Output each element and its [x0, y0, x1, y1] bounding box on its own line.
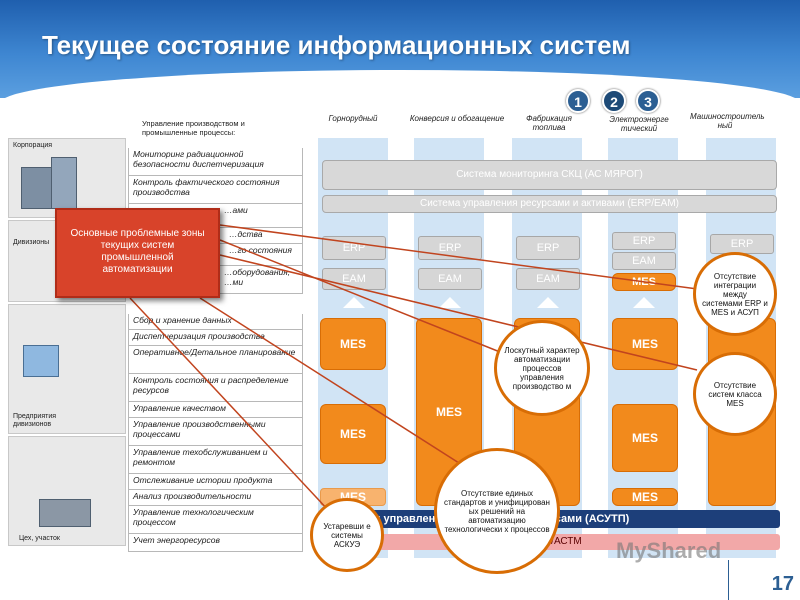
mes-box: MES — [612, 318, 678, 370]
process-row: Сбор и хранение данных — [128, 314, 303, 330]
erp-box: ERP — [418, 236, 482, 260]
watermark: MyShared — [616, 538, 722, 563]
process-row: Управление производственными процессами — [128, 418, 303, 446]
connector-line — [199, 297, 471, 471]
connector-line — [219, 254, 698, 371]
building-icon — [21, 167, 55, 209]
process-row: Управление технологическим процессом — [128, 506, 303, 534]
badge-3: 3 — [636, 89, 660, 113]
process-row: Управление техобслуживанием и ремонтом — [128, 446, 303, 474]
left-header-label: Управление производством и промышленные … — [142, 119, 245, 137]
callout-patchwork: Лоскутный характер автоматизации процесс… — [494, 320, 590, 416]
badge-2: 2 — [602, 89, 626, 113]
problem-areas-callout: Основные проблемные зоны текущих систем … — [55, 208, 220, 298]
slide-number: 17 — [771, 573, 794, 595]
process-row: Учет энергоресурсов — [128, 534, 303, 552]
up-arrow-icon — [343, 297, 365, 308]
eam-box: EAM — [322, 268, 386, 290]
tower-icon — [51, 157, 77, 209]
column-header-energy: Электроэнерге тический — [609, 115, 669, 133]
workshop-icon — [39, 499, 91, 527]
process-row: Оперативное/Детальное планирование — [128, 346, 303, 374]
eam-box: EAM — [418, 268, 482, 290]
up-arrow-icon — [439, 297, 461, 308]
process-row: Контроль состояния и распределение ресур… — [128, 374, 303, 402]
level-label-workshop: Цех, участок — [19, 535, 60, 542]
process-row: Мониторинг радиационной безопасности дис… — [128, 148, 303, 176]
level-box-enterprises: Предприятия дивизионов — [8, 304, 126, 434]
erp-box: ERP — [612, 232, 676, 250]
callout-no-mes: Отсутствие систем класса MES — [693, 352, 777, 436]
callout-integration: Отсутствие интеграции между системами ER… — [693, 252, 777, 336]
mes-box: MES — [320, 404, 386, 464]
level-label-corporation: Корпорация — [13, 142, 53, 149]
level-box-workshop: Цех, участок — [8, 436, 126, 546]
column-header-mining: Горнорудный — [328, 114, 378, 123]
process-row: Анализ производительности — [128, 490, 303, 506]
level-label-enterprises: Предприятия дивизионов — [13, 413, 57, 428]
mes-box: MES — [612, 488, 678, 506]
erp-box: ERP — [516, 236, 580, 260]
callout-no-standards: Отсутствие единых стандартов и унифициро… — [434, 448, 560, 574]
column-header-conversion: Конверсия и обогащение — [409, 114, 505, 123]
badge-1: 1 — [566, 89, 590, 113]
page-title: Текущее состояние информационных систем — [42, 30, 631, 60]
connector-line — [219, 224, 706, 291]
callout-outdated-askue: Устаревши е системы АСКУЭ — [310, 498, 384, 572]
erp-box: ERP — [322, 236, 386, 260]
system-bar-skc: Система мониторинга СКЦ (АС МЯРОГ) — [322, 160, 777, 190]
process-row: Управление качеством — [128, 402, 303, 418]
level-label-divisions: Дивизионы — [13, 239, 50, 246]
level-box-corporation: Корпорация — [8, 138, 126, 218]
eam-box: EAM — [612, 252, 676, 270]
process-row: Контроль фактического состояния производ… — [128, 176, 303, 204]
mes-box: MES — [320, 318, 386, 370]
mes-box: MES — [612, 404, 678, 472]
up-arrow-icon — [537, 297, 559, 308]
system-bar-erp-eam: Система управления ресурсами и активами … — [322, 195, 777, 213]
footer-divider — [728, 560, 729, 600]
up-arrow-icon — [633, 297, 655, 308]
factory-icon — [23, 345, 59, 377]
connector-line — [219, 239, 501, 353]
column-header-machinery: Машиностроитель ный — [690, 112, 765, 130]
erp-box: ERP — [710, 234, 774, 254]
connector-line — [129, 297, 331, 513]
column-header-fuel: Фабрикация топлива — [526, 114, 572, 132]
